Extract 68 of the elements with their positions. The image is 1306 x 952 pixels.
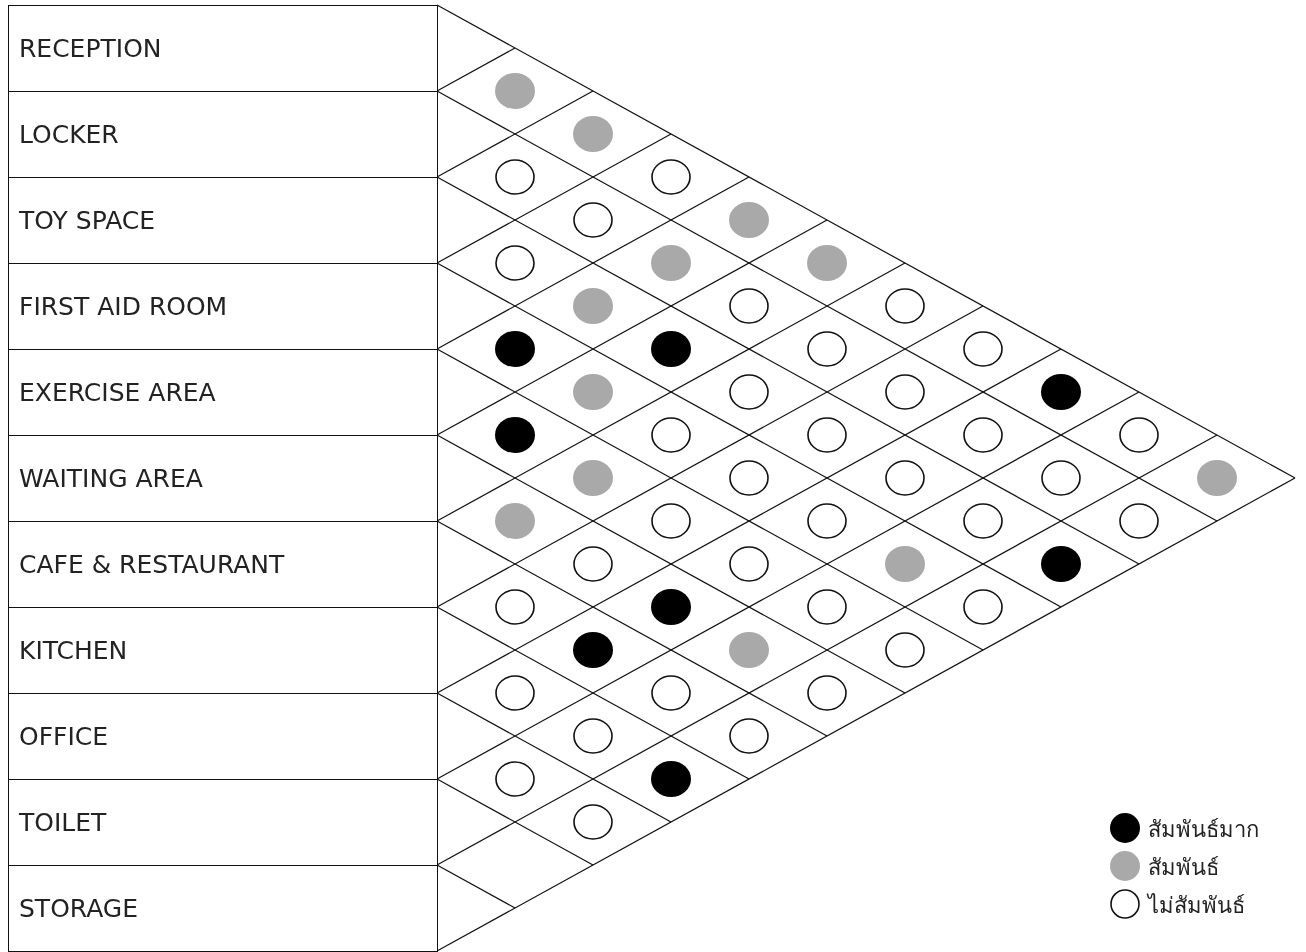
circle-marker xyxy=(1119,417,1159,453)
circle-marker xyxy=(651,159,691,195)
dot-marker xyxy=(573,632,613,668)
circle-marker xyxy=(495,589,535,625)
circle-marker xyxy=(495,159,535,195)
circle-marker xyxy=(729,374,769,410)
legend-label: สัมพันธ์ xyxy=(1148,854,1219,882)
dot-marker xyxy=(729,202,769,238)
circle-marker xyxy=(495,245,535,281)
dot-marker xyxy=(885,546,925,582)
room-name-box: WAITING AREA xyxy=(8,435,438,522)
dot-marker xyxy=(495,331,535,367)
dot-marker xyxy=(807,245,847,281)
legend-label: ไม่สัมพันธ์ xyxy=(1148,892,1245,920)
circle-marker xyxy=(885,632,925,668)
room-name-box: EXERCISE AREA xyxy=(8,349,438,436)
circle-marker xyxy=(729,718,769,754)
circle-marker xyxy=(651,503,691,539)
dot-marker xyxy=(729,632,769,668)
circle-marker xyxy=(729,288,769,324)
room-name-box: FIRST AID ROOM xyxy=(8,263,438,350)
room-name-box: LOCKER xyxy=(8,91,438,178)
room-name-box: TOILET xyxy=(8,779,438,866)
dot-marker xyxy=(651,761,691,797)
dot-marker xyxy=(651,589,691,625)
dot-marker xyxy=(651,245,691,281)
dot-marker xyxy=(573,288,613,324)
dot-marker xyxy=(495,503,535,539)
circle-marker xyxy=(1041,460,1081,496)
circle-marker xyxy=(807,417,847,453)
circle-marker xyxy=(885,374,925,410)
dot-marker xyxy=(573,116,613,152)
circle-marker xyxy=(573,546,613,582)
dot-marker xyxy=(573,460,613,496)
circle-marker xyxy=(729,546,769,582)
room-name-box: TOY SPACE xyxy=(8,177,438,264)
dot-marker xyxy=(1041,546,1081,582)
room-name-box: OFFICE xyxy=(8,693,438,780)
circle-marker xyxy=(1119,503,1159,539)
circle-marker xyxy=(963,503,1003,539)
dot-marker xyxy=(651,331,691,367)
room-name-box: KITCHEN xyxy=(8,607,438,694)
circle-marker xyxy=(963,417,1003,453)
circle-marker xyxy=(807,331,847,367)
dot-marker xyxy=(495,73,535,109)
room-name-box: RECEPTION xyxy=(8,5,438,92)
dot-marker xyxy=(573,374,613,410)
circle-marker xyxy=(807,589,847,625)
circle-marker xyxy=(885,288,925,324)
circle-marker xyxy=(573,718,613,754)
dot-marker xyxy=(1041,374,1081,410)
circle-marker xyxy=(651,675,691,711)
circle-marker xyxy=(885,460,925,496)
circle-marker xyxy=(573,202,613,238)
room-name-box: STORAGE xyxy=(8,865,438,952)
dot-marker xyxy=(495,417,535,453)
dot-marker xyxy=(1197,460,1237,496)
circle-marker xyxy=(963,589,1003,625)
circle-marker xyxy=(729,460,769,496)
circle-marker xyxy=(495,761,535,797)
circle-marker xyxy=(495,675,535,711)
legend-label: สัมพันธ์มาก xyxy=(1148,816,1259,844)
circle-marker xyxy=(807,675,847,711)
circle-marker xyxy=(963,331,1003,367)
circle-marker xyxy=(573,804,613,840)
circle-marker xyxy=(807,503,847,539)
room-name-box: CAFE & RESTAURANT xyxy=(8,521,438,608)
circle-marker xyxy=(651,417,691,453)
